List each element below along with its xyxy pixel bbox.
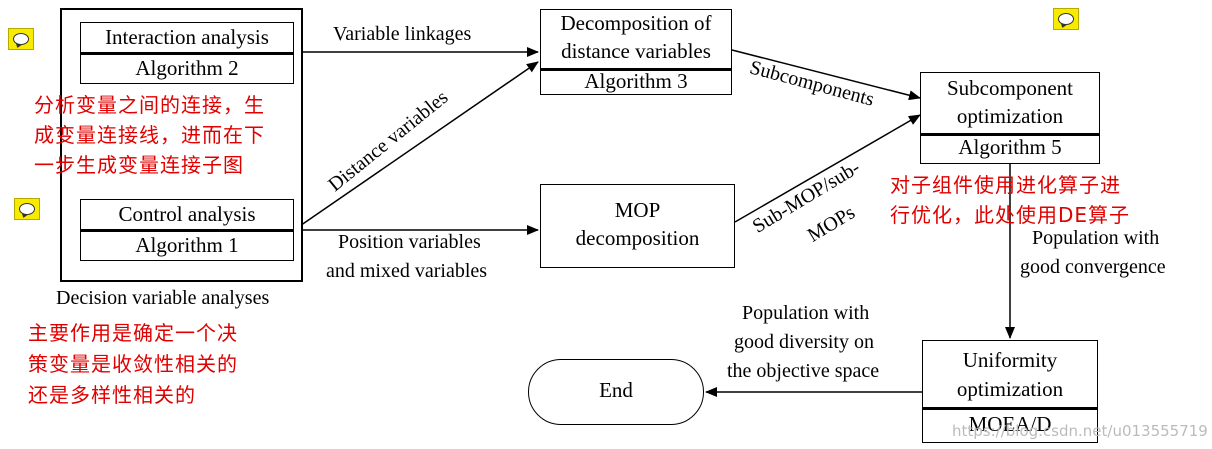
divider <box>923 407 1097 410</box>
annotation-subcomponent-line1: 对子组件使用进化算子进 <box>890 173 1121 197</box>
subcomponent-line1: Subcomponent <box>947 76 1073 101</box>
edge-label-pop-conv-line1: Population with <box>1032 227 1160 249</box>
edge-label-pop-div-line3: the objective space <box>727 360 880 382</box>
control-analysis-box: Control analysis Algorithm 1 <box>80 199 294 261</box>
decomposition-algorithm-label: Algorithm 3 <box>584 69 688 94</box>
arrow-distance-variables <box>293 61 539 231</box>
subcomponent-line2: optimization <box>956 104 1064 129</box>
speech-bubble-icon <box>19 203 35 215</box>
edge-label-position-line2: and mixed variables <box>326 260 488 282</box>
speech-bubble-icon <box>1058 13 1074 25</box>
decision-analyses-label: Decision variable analyses <box>56 287 270 309</box>
control-analysis-title: Control analysis <box>118 202 256 227</box>
control-algorithm-label: Algorithm 1 <box>135 232 239 257</box>
watermark: https://blog.csdn.net/u013555719 <box>952 422 1208 440</box>
annotation-control-line2: 策变量是收敛性相关的 <box>28 352 238 376</box>
decomposition-box: Decomposition of distance variables Algo… <box>540 9 732 95</box>
interaction-analysis-title: Interaction analysis <box>105 25 269 50</box>
comment-note-icon[interactable] <box>14 198 40 220</box>
divider <box>81 229 293 232</box>
annotation-control-line1: 主要作用是确定一个决 <box>28 321 238 345</box>
end-label: End <box>599 378 633 403</box>
mop-decomposition-box: MOP decomposition <box>540 184 735 268</box>
subcomponent-optimization-box: Subcomponent optimization Algorithm 5 <box>920 72 1100 164</box>
annotation-control-line3: 还是多样性相关的 <box>28 383 196 407</box>
arrow-subcomponents <box>731 49 921 101</box>
edge-label-pop-conv-line2: good convergence <box>1020 256 1166 278</box>
comment-note-icon[interactable] <box>1053 8 1079 30</box>
decomposition-title-line1: Decomposition of <box>560 11 712 36</box>
speech-bubble-icon <box>13 33 29 45</box>
annotation-interaction-line3: 一步生成变量连接子图 <box>34 153 244 177</box>
divider <box>921 133 1099 136</box>
uniformity-line2: optimization <box>956 377 1064 402</box>
divider <box>541 68 731 71</box>
uniformity-algorithm-label: MOEA/D <box>968 412 1052 437</box>
mop-line2: decomposition <box>575 226 700 251</box>
end-terminal: End <box>528 359 704 425</box>
annotation-interaction-line1: 分析变量之间的连接，生 <box>34 93 265 117</box>
interaction-analysis-box: Interaction analysis Algorithm 2 <box>80 22 294 84</box>
uniformity-optimization-box: Uniformity optimization MOEA/D <box>922 340 1098 443</box>
interaction-algorithm-label: Algorithm 2 <box>135 55 239 80</box>
edge-label-pop-div-line2: good diversity on <box>734 331 874 353</box>
divider <box>81 52 293 55</box>
arrow-sub-mops <box>734 114 921 223</box>
edge-label-pop-div-line1: Population with <box>742 302 870 324</box>
comment-note-icon[interactable] <box>8 28 34 50</box>
edge-label-variable-linkages: Variable linkages <box>333 23 472 45</box>
subcomponent-algorithm-label: Algorithm 5 <box>958 135 1062 160</box>
mop-line1: MOP <box>614 198 661 223</box>
decomposition-title-line2: distance variables <box>561 39 711 64</box>
uniformity-line1: Uniformity <box>962 348 1058 373</box>
edge-label-position-line1: Position variables <box>338 231 481 253</box>
annotation-interaction-line2: 成变量连接线，进而在下 <box>34 123 265 147</box>
annotation-subcomponent-line2: 行优化，此处使用DE算子 <box>890 203 1131 227</box>
